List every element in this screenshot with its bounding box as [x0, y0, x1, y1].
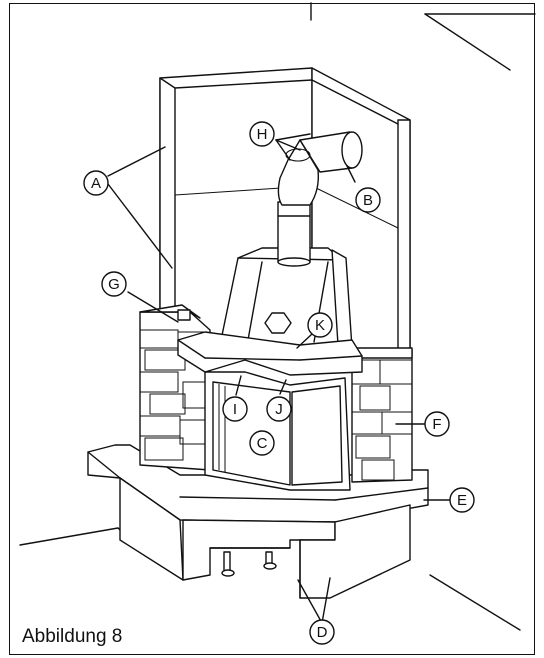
- flue-pipe: [277, 131, 363, 267]
- left-brick-wall: [139, 304, 211, 471]
- callout-B: B: [355, 187, 381, 213]
- callout-A: A: [83, 170, 109, 196]
- callout-label-F: F: [432, 416, 441, 433]
- callout-label-K: K: [315, 317, 325, 334]
- lintel-beam: [177, 331, 363, 376]
- support-frame: [119, 477, 411, 599]
- callout-C: C: [249, 430, 275, 456]
- callout-K: K: [307, 312, 333, 338]
- callout-label-A: A: [91, 175, 101, 192]
- leader-lines: [107, 133, 451, 624]
- callout-label-C: C: [257, 435, 268, 452]
- figure-caption: Abbildung 8: [22, 626, 123, 647]
- callout-label-I: I: [233, 401, 237, 418]
- callout-label-B: B: [363, 192, 373, 209]
- callout-label-D: D: [317, 624, 328, 641]
- fireplace-insert: [204, 371, 351, 491]
- callout-E: E: [449, 487, 475, 513]
- callout-label-G: G: [108, 276, 120, 293]
- callout-label-E: E: [457, 492, 467, 509]
- callout-J: J: [266, 396, 292, 422]
- callout-I: I: [222, 396, 248, 422]
- callout-H: H: [249, 121, 275, 147]
- callout-F: F: [424, 411, 450, 437]
- callout-label-H: H: [257, 126, 268, 143]
- callout-label-J: J: [275, 401, 283, 418]
- callout-D: D: [309, 619, 335, 645]
- room-corner-lines: [19, 2, 536, 631]
- callout-G: G: [101, 271, 127, 297]
